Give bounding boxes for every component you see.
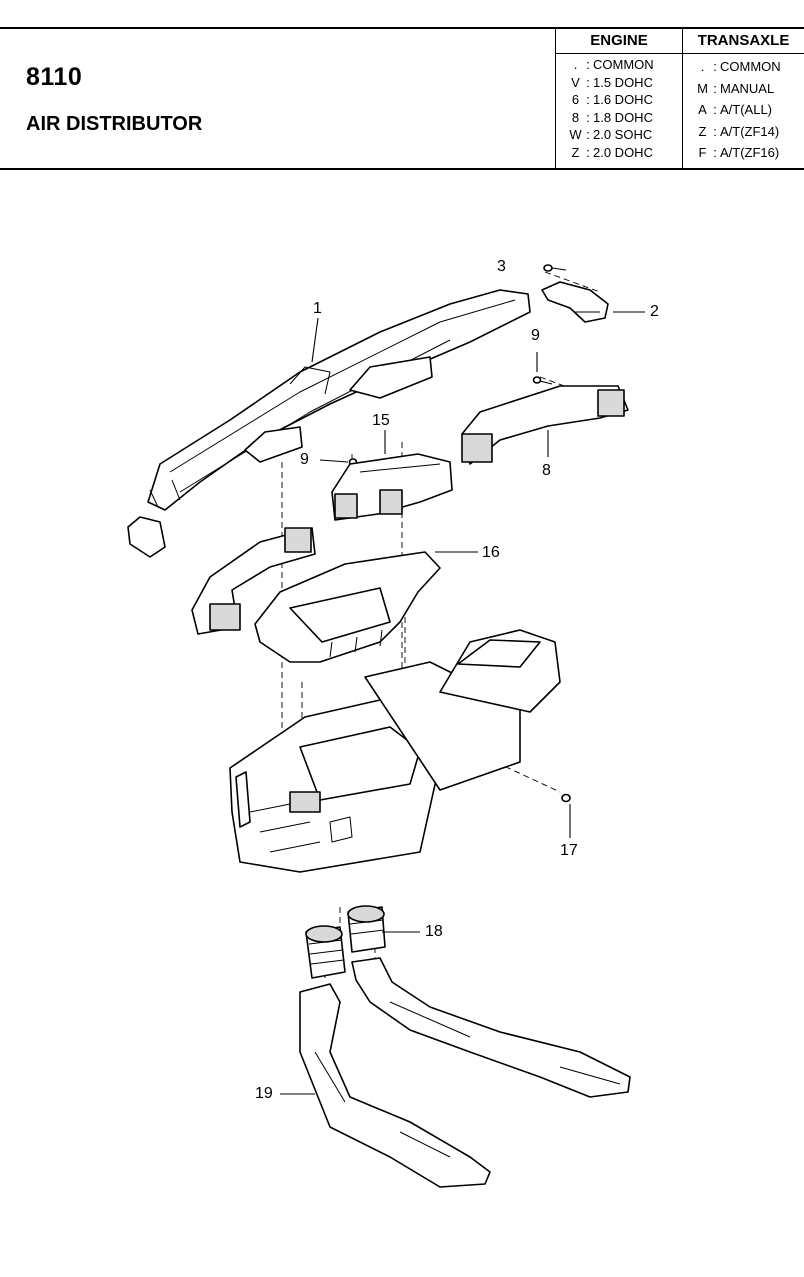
transaxle-code-row: F:A/T(ZF16) xyxy=(683,142,804,164)
engine-code-row: W:2.0 SOHC xyxy=(569,127,653,142)
transaxle-code-row: M:MANUAL xyxy=(683,78,804,100)
callout-17: 17 xyxy=(560,842,578,859)
engine-code-key: Z xyxy=(571,144,580,160)
transaxle-code-row: .:COMMON xyxy=(683,56,804,78)
exploded-parts-diagram: 1 2 3 9 8 15 9 16 17 18 19 xyxy=(0,172,804,1272)
transaxle-heading: TRANSAXLE xyxy=(683,29,804,54)
engine-code-value: 1.6 DOHC xyxy=(593,92,653,107)
callout-2: 2 xyxy=(650,303,659,320)
engine-code-value: 1.5 DOHC xyxy=(593,74,653,90)
engine-code-row: 6:1.6 DOHC xyxy=(556,91,682,109)
part-9-screw-upper xyxy=(532,376,553,385)
callout-15: 15 xyxy=(372,412,390,429)
diagram-drawing xyxy=(127,264,645,1188)
transaxle-code-value: A/T(ZF16) xyxy=(720,145,780,160)
transaxle-code-value: MANUAL xyxy=(720,80,775,96)
engine-code-row: 8:1.8 DOHC xyxy=(556,109,682,127)
engine-code-key: 6 xyxy=(571,92,580,107)
part-2-side-duct xyxy=(541,281,609,323)
callout-16: 16 xyxy=(482,544,500,561)
transaxle-code-value: A/T(ALL) xyxy=(720,102,773,117)
callout-19: 19 xyxy=(255,1085,273,1102)
engine-code-key: W xyxy=(569,127,582,142)
engine-code-row: .:COMMON xyxy=(556,56,682,74)
transaxle-code-key: . xyxy=(700,59,705,74)
part-3-screw xyxy=(543,264,567,272)
engine-code-value: 1.8 DOHC xyxy=(593,109,653,125)
engine-code-key: . xyxy=(573,57,578,72)
part-16-distributor-box xyxy=(254,551,441,663)
engine-code-value: 2.0 DOHC xyxy=(593,144,653,160)
transaxle-code-value: COMMON xyxy=(720,59,781,74)
callout-3: 3 xyxy=(497,258,506,275)
engine-code-key: V xyxy=(571,74,580,90)
part-15-center-vent xyxy=(331,453,453,521)
part-8-vent-duct xyxy=(461,385,629,465)
engine-code-value: 2.0 SOHC xyxy=(593,127,653,142)
transaxle-code-key: Z xyxy=(698,123,707,139)
transaxle-code-key: F xyxy=(698,145,707,160)
engine-code-table: ENGINE .:COMMON V:1.5 DOHC 6:1.6 DOHC 8:… xyxy=(555,29,682,170)
callout-1: 1 xyxy=(313,300,322,317)
transaxle-code-table: TRANSAXLE .:COMMON M:MANUAL A:A/T(ALL) Z… xyxy=(682,29,804,170)
engine-code-row: V:1.5 DOHC xyxy=(556,74,682,92)
engine-heading: ENGINE xyxy=(556,29,682,54)
callout-9-upper: 9 xyxy=(531,327,540,344)
transaxle-code-key: A xyxy=(698,102,707,117)
heater-unit-housing xyxy=(229,629,561,873)
header-block: 8110 AIR DISTRIBUTOR ENGINE .:COMMON V:1… xyxy=(0,27,804,170)
callout-9-lower: 9 xyxy=(300,451,309,468)
transaxle-code-row: A:A/T(ALL) xyxy=(683,99,804,121)
page-title: AIR DISTRIBUTOR xyxy=(26,113,203,135)
left-vent-duct xyxy=(191,527,316,635)
transaxle-code-value: A/T(ZF14) xyxy=(720,123,780,139)
transaxle-code-row: Z:A/T(ZF14) xyxy=(683,121,804,143)
callout-8: 8 xyxy=(542,462,551,479)
part-18-duct-connectors xyxy=(305,905,386,979)
engine-code-value: COMMON xyxy=(593,57,654,72)
transaxle-code-key: M xyxy=(697,80,708,96)
engine-code-row: Z:2.0 DOHC xyxy=(556,144,682,162)
part-1-dash-duct xyxy=(127,289,531,558)
callout-18: 18 xyxy=(425,923,443,940)
part-17-screw xyxy=(561,793,571,803)
engine-code-key: 8 xyxy=(571,109,580,125)
part-19-floor-ducts xyxy=(299,957,631,1188)
page-code: 8110 xyxy=(26,63,83,91)
